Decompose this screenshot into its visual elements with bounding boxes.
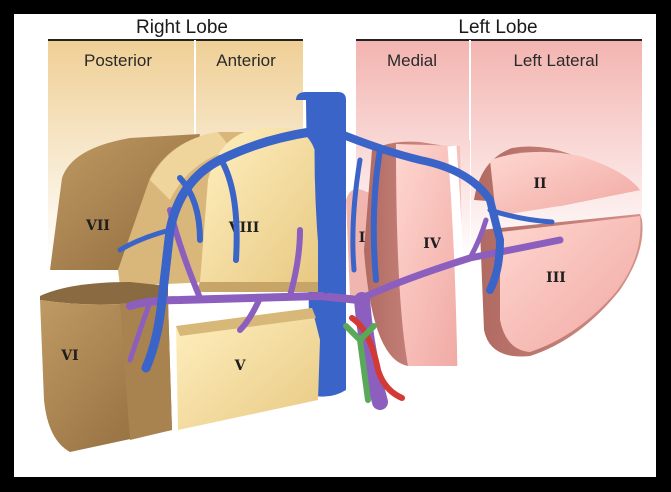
segment-6-label: VI bbox=[60, 348, 78, 364]
posterior-label: Posterior bbox=[84, 51, 152, 70]
segment-8-label: VIII bbox=[228, 220, 260, 236]
segment-5: V bbox=[176, 308, 320, 430]
segment-3-label: III bbox=[546, 270, 566, 286]
right-lobe-title: Right Lobe bbox=[136, 17, 228, 38]
segment-4-label: IV bbox=[423, 236, 442, 252]
segment-5-label: V bbox=[234, 358, 247, 374]
anterior-label: Anterior bbox=[216, 51, 276, 70]
left-lobe-title: Left Lobe bbox=[458, 17, 537, 38]
segment-3: III bbox=[480, 214, 643, 356]
segment-1-label: I bbox=[359, 230, 366, 246]
liver-segments-diagram: Right Lobe Posterior Anterior Left Lobe … bbox=[14, 14, 656, 477]
segment-6: VI bbox=[40, 282, 172, 452]
medial-label: Medial bbox=[387, 51, 437, 70]
segment-2-label: II bbox=[533, 176, 546, 192]
left-lateral-label: Left Lateral bbox=[513, 51, 598, 70]
segment-7-label: VII bbox=[85, 218, 110, 234]
